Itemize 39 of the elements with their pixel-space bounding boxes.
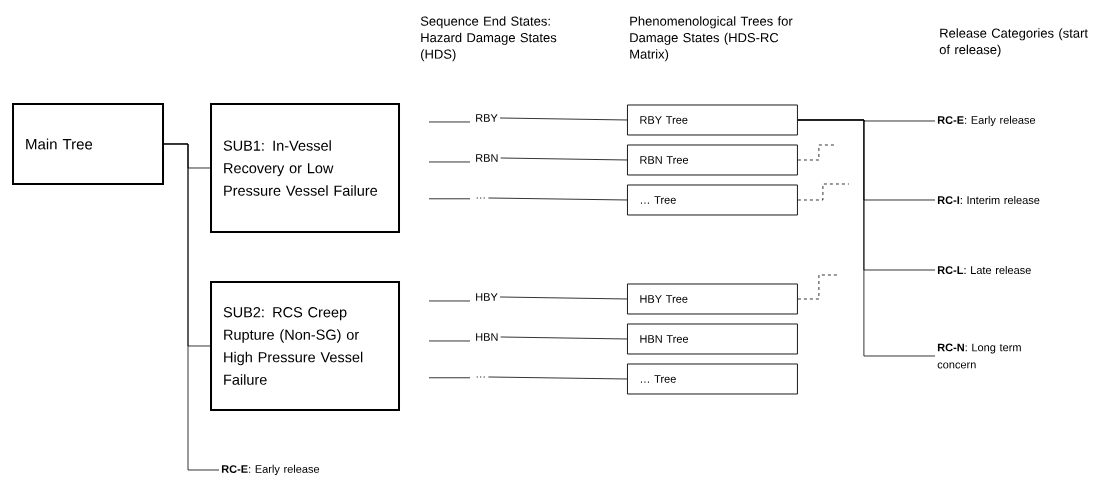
tree-box: … Tree (627, 363, 798, 395)
blank-line (428, 300, 471, 302)
connector-line (163, 143, 220, 471)
tree-box: SUB2: RCS Creep Rupture (Non-SG) or High Pressure Vessel Failure (210, 281, 400, 411)
release-label: RC-E: Early release (937, 115, 1036, 127)
state-label: … (476, 376, 485, 378)
release-label: RC-I: Interim release (937, 195, 1040, 205)
tree-box: HBY Tree (627, 283, 798, 315)
blank-line (428, 377, 471, 379)
state-label: HBY (476, 293, 498, 301)
state-label: … (476, 197, 485, 199)
connector-line (488, 376, 628, 380)
tree-box: Main Tree (12, 103, 164, 185)
column-heading: Sequence End States: Hazard Damage States (HDS) (420, 16, 557, 62)
dashed-connector (797, 183, 850, 201)
release-label: RC-L: Late release (937, 265, 1031, 275)
state-label: HBN (476, 333, 498, 341)
tree-box: RBN Tree (627, 144, 798, 176)
release-label: RC-E: Early release (221, 464, 320, 476)
state-label: RBN (476, 154, 498, 162)
column-heading: Phenomenological Trees for Damage States (HDS-RC Matrix) (630, 16, 793, 62)
connector-line (499, 296, 628, 300)
tree-box: … Tree (627, 184, 798, 216)
blank-line (428, 161, 471, 163)
tree-box: HBN Tree (627, 323, 798, 355)
state-label: RBY (476, 114, 498, 122)
connector-line (499, 117, 628, 121)
tree-box: RBY Tree (627, 104, 798, 136)
connector-line (488, 197, 628, 201)
dashed-connector (797, 274, 838, 300)
connector-line (500, 336, 628, 340)
connector-line (500, 157, 628, 161)
release-label: RC-N: Long term concern (937, 343, 1021, 369)
connector-line (797, 119, 936, 357)
blank-line (428, 340, 471, 342)
tree-box: SUB1: In-Vessel Recovery or Low Pressure Vessel Failure (210, 103, 400, 233)
blank-line (428, 198, 471, 200)
blank-line (428, 121, 471, 123)
column-heading: Release Categories (start of release) (939, 28, 1088, 57)
